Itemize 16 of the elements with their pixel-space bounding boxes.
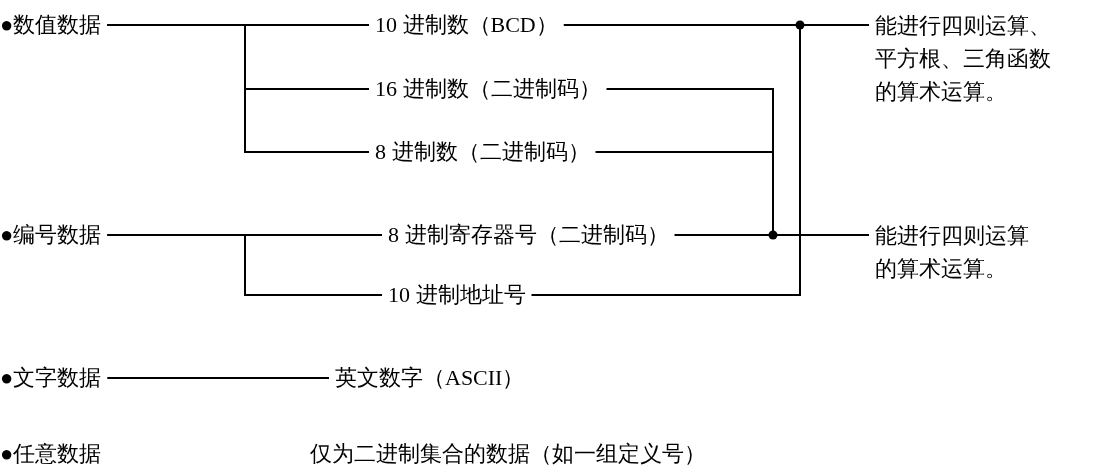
data-type-label: 16 进制数（二进制码） bbox=[375, 77, 601, 101]
connector-line bbox=[106, 24, 370, 153]
data-type-label: 英文数字（ASCII） bbox=[335, 366, 525, 390]
data-type-label: 仅为二进制集合的数据（如一组定义号） bbox=[310, 442, 706, 466]
category-label: ●文字数据 bbox=[0, 366, 102, 390]
connector-line bbox=[106, 377, 330, 379]
description-text: 能进行四则运算、平方根、三角函数的算术运算。 bbox=[875, 9, 1057, 108]
description-text: 能进行四则运算的算术运算。 bbox=[875, 219, 1037, 285]
data-type-label: 10 进制地址号 bbox=[388, 283, 526, 307]
connector-line bbox=[106, 234, 383, 296]
category-label: ●数值数据 bbox=[0, 13, 102, 37]
data-type-label: 10 进制数（BCD） bbox=[375, 13, 558, 37]
category-label: ●任意数据 bbox=[0, 442, 102, 466]
data-type-label: 8 进制数（二进制码） bbox=[375, 140, 590, 164]
data-type-label: 8 进制寄存器号（二进制码） bbox=[388, 223, 669, 247]
category-label: ●编号数据 bbox=[0, 223, 102, 247]
